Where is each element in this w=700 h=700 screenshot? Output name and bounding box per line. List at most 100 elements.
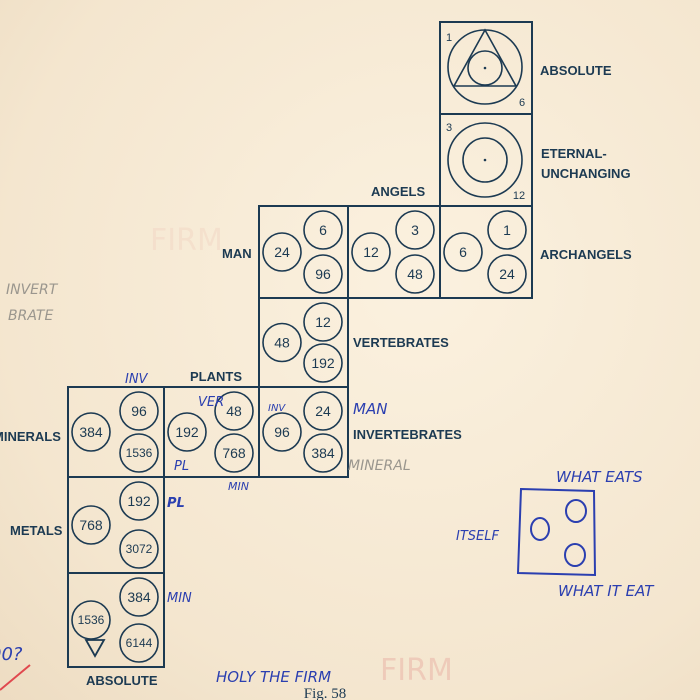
center-dot (483, 158, 487, 162)
value-number: 768 (222, 445, 246, 461)
corner-number: 3 (446, 122, 452, 134)
value-number: 12 (315, 314, 331, 330)
value-number: 24 (274, 244, 290, 260)
pen-note: WHAT EATS (556, 468, 643, 486)
value-number: 24 (499, 266, 515, 282)
label-eternal: ETERNAL- (541, 146, 607, 161)
value-circle (119, 433, 159, 473)
red-faint-text: FIRM (150, 223, 223, 258)
value-number: 96 (274, 424, 290, 440)
cell-border (258, 297, 349, 388)
red-mark (0, 664, 31, 691)
value-number: 3 (411, 222, 419, 238)
top-absolute-cell: 1 6 ABSOLUTE (439, 21, 612, 115)
hand-circle (564, 543, 586, 567)
cell-angels: 12 3 48 (347, 205, 441, 299)
pen-note: 00? (0, 644, 23, 665)
value-number: 384 (311, 445, 335, 461)
value-circle (119, 623, 159, 663)
pen-note: INV (268, 403, 286, 414)
value-number: 6 (319, 222, 327, 238)
pen-note: ITSELF (456, 529, 499, 544)
value-circle (71, 505, 111, 545)
triangle-down-icon (84, 639, 106, 658)
cell-border (439, 205, 533, 299)
value-circle (71, 600, 111, 640)
value-number: 192 (127, 493, 151, 509)
label-plants: PLANTS (190, 369, 242, 384)
value-number: 96 (131, 403, 147, 419)
value-number: 192 (311, 355, 335, 371)
red-faint-text: FIRM (380, 653, 453, 688)
value-circle (303, 391, 343, 431)
figure-caption: Fig. 58 (304, 686, 347, 700)
inner-circle (467, 50, 503, 86)
corner-number: 1 (446, 32, 452, 44)
inner-circle (462, 137, 508, 183)
value-circle (303, 210, 343, 250)
value-circle (214, 391, 254, 431)
label-vertebrates: VERTEBRATES (353, 335, 449, 350)
label-absolute: ABSOLUTE (540, 63, 612, 78)
pen-note: HOLY THE FIRM (216, 668, 331, 686)
cell-metals: 768 192 3072 (67, 476, 165, 574)
value-number: 384 (79, 424, 103, 440)
value-number: 1536 (126, 446, 153, 460)
value-number: 6144 (126, 636, 153, 650)
pen-note: MAN (353, 400, 387, 418)
value-number: 384 (127, 589, 151, 605)
hand-box (516, 487, 597, 577)
pen-note: PL (167, 496, 185, 511)
value-circle (303, 254, 343, 294)
outer-circle (447, 122, 523, 198)
pen-note: MIN (167, 591, 192, 606)
pen-note: VER (198, 395, 224, 410)
value-circle (119, 577, 159, 617)
label-archangels: ARCHANGELS (540, 247, 632, 262)
label-unchanging: UNCHANGING (541, 166, 631, 181)
cell-border (67, 572, 165, 668)
value-number: 1536 (78, 613, 105, 627)
value-number: 1 (503, 222, 511, 238)
value-circle (487, 254, 527, 294)
label-minerals: MINERALS (0, 429, 61, 444)
value-circle (487, 210, 527, 250)
value-number: 24 (315, 403, 331, 419)
cell-border (347, 205, 441, 299)
value-circle (262, 232, 302, 272)
value-circle (119, 481, 159, 521)
value-circle (395, 210, 435, 250)
cell-absolute-bottom: 1536 384 6144 (67, 572, 165, 668)
eternal-unchanging-cell: 3 12 ETERNAL- UNCHANGING (439, 113, 631, 207)
label-invertebrates: INVERTEBRATES (353, 427, 462, 442)
value-number: 3072 (126, 542, 153, 556)
cell-border (258, 386, 349, 478)
cell-grid: 2469612348612448121923849615361924876896… (67, 205, 533, 668)
center-dot (483, 66, 487, 70)
value-number: 96 (315, 266, 331, 282)
label-man: MAN (222, 246, 252, 261)
value-circle (214, 433, 254, 473)
red-pencil-annotations: FIRM FIRM (0, 223, 453, 691)
value-circle (119, 529, 159, 569)
cell-border (258, 205, 349, 299)
value-number: 768 (79, 517, 103, 533)
value-number: 12 (363, 244, 379, 260)
pencil-note: INVERT (6, 282, 59, 298)
value-circle (395, 254, 435, 294)
pen-note: MIN (228, 480, 249, 493)
value-circle (119, 391, 159, 431)
corner-number: 12 (513, 190, 525, 202)
pencil-note: MINERAL (348, 458, 411, 474)
value-number: 192 (175, 424, 199, 440)
hand-circle (565, 499, 587, 523)
label-angels: ANGELS (371, 184, 426, 199)
value-number: 48 (407, 266, 423, 282)
cell-invertebrates: 96 24 384 (258, 386, 349, 478)
value-circle (303, 433, 343, 473)
value-circle (443, 232, 483, 272)
value-circle (167, 412, 207, 452)
